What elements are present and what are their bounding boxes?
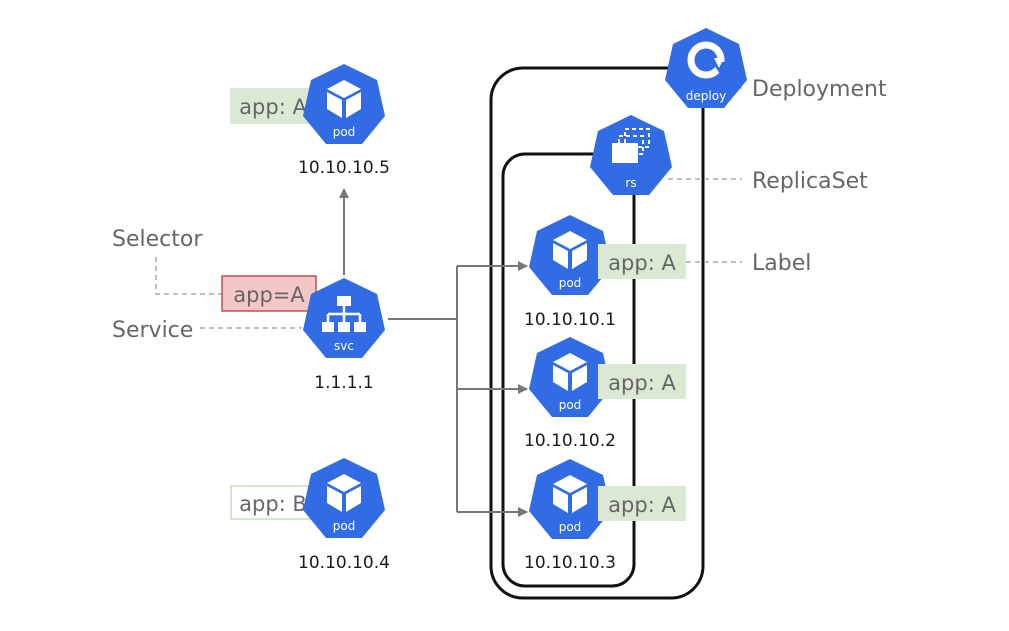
selector-leader — [155, 257, 222, 295]
deployment-icon: deploy — [665, 28, 747, 108]
pod-icon: pod — [303, 64, 385, 144]
service-annotation: Service — [112, 318, 193, 343]
pod-ip: 10.10.10.1 — [524, 310, 616, 330]
replicaset-annotation: ReplicaSet — [752, 169, 868, 194]
replicaset-icon: rs — [590, 115, 672, 195]
deployment-boundary — [489, 66, 705, 600]
replicaset-icon-text: rs — [625, 176, 636, 190]
service-icon-text: svc — [334, 339, 354, 353]
pod-icon: pod — [529, 215, 611, 295]
pod-icon-text: pod — [333, 125, 356, 139]
selector-tag-text: app=A — [233, 283, 305, 307]
label-annotation: Label — [752, 251, 811, 276]
deployment-annotation: Deployment — [752, 77, 887, 102]
deployment-icon-text: deploy — [686, 89, 726, 103]
pod-ip: 10.10.10.2 — [524, 431, 616, 451]
pod-icon: pod — [303, 458, 385, 538]
pod-icon-text: pod — [333, 519, 356, 533]
selector-annotation: Selector — [112, 227, 203, 252]
label-tag-text: app: A — [608, 371, 676, 395]
pod-ip: 10.10.10.5 — [298, 158, 390, 178]
label-tag — [598, 244, 686, 279]
label-tag — [598, 364, 686, 399]
label-tag-text: app: B — [239, 492, 307, 516]
pod-icon-text: pod — [559, 276, 582, 290]
pod-icon-text: pod — [559, 520, 582, 534]
label-tag — [230, 88, 316, 124]
selector-tag — [221, 275, 317, 312]
label-tag — [598, 486, 686, 521]
label-tag-text: app: A — [608, 493, 676, 517]
label-tag-text: app: A — [608, 251, 676, 275]
label-tag-text: app: A — [239, 95, 307, 119]
service-ip: 1.1.1.1 — [314, 373, 373, 393]
pod-icon-text: pod — [559, 398, 582, 412]
service-icon: svc — [303, 278, 385, 358]
pod-ip: 10.10.10.4 — [298, 553, 390, 573]
pod-icon: pod — [529, 459, 611, 539]
pod-ip: 10.10.10.3 — [524, 553, 616, 573]
pod-icon: pod — [529, 337, 611, 417]
